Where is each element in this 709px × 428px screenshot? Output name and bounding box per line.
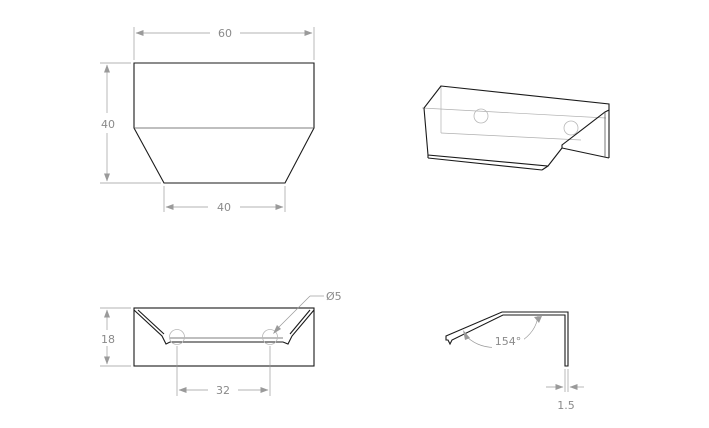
side-view: 154° 1.5: [445, 311, 584, 412]
dimension-width-top-label: 60: [218, 27, 232, 40]
hole-left: [169, 329, 185, 345]
top-view-profile: [133, 309, 315, 345]
hole-right: [262, 329, 278, 345]
dimension-angle: 154°: [463, 315, 542, 348]
isometric-outline: [423, 85, 610, 167]
front-view: 60 40 40: [96, 25, 315, 214]
dimension-hole-spacing-label: 32: [216, 384, 230, 397]
dimension-height: 40: [96, 62, 161, 184]
dimension-height-label: 40: [101, 118, 115, 131]
dimension-width-bottom: 40: [163, 186, 286, 214]
hole-right-iso: [563, 120, 579, 136]
dimension-depth: 18: [96, 307, 131, 367]
dimension-depth-label: 18: [101, 333, 115, 346]
dimension-hole-diameter: Ø5: [273, 290, 342, 334]
dimension-thickness: 1.5: [546, 369, 584, 412]
dimension-hole-diameter-label: Ø5: [326, 290, 342, 303]
dimension-hole-spacing: 32: [176, 346, 271, 397]
isometric-view: [421, 85, 610, 171]
side-view-profile: [445, 311, 569, 367]
hole-left-iso: [473, 108, 489, 124]
dimension-width-bottom-label: 40: [217, 201, 231, 214]
top-view-outline: [133, 307, 315, 367]
dimension-angle-label: 154°: [495, 335, 522, 348]
top-view: 18 32 Ø5: [96, 290, 342, 397]
dimension-thickness-label: 1.5: [557, 399, 575, 412]
dimension-width-top: 60: [133, 25, 315, 60]
front-view-outline: [133, 62, 315, 184]
